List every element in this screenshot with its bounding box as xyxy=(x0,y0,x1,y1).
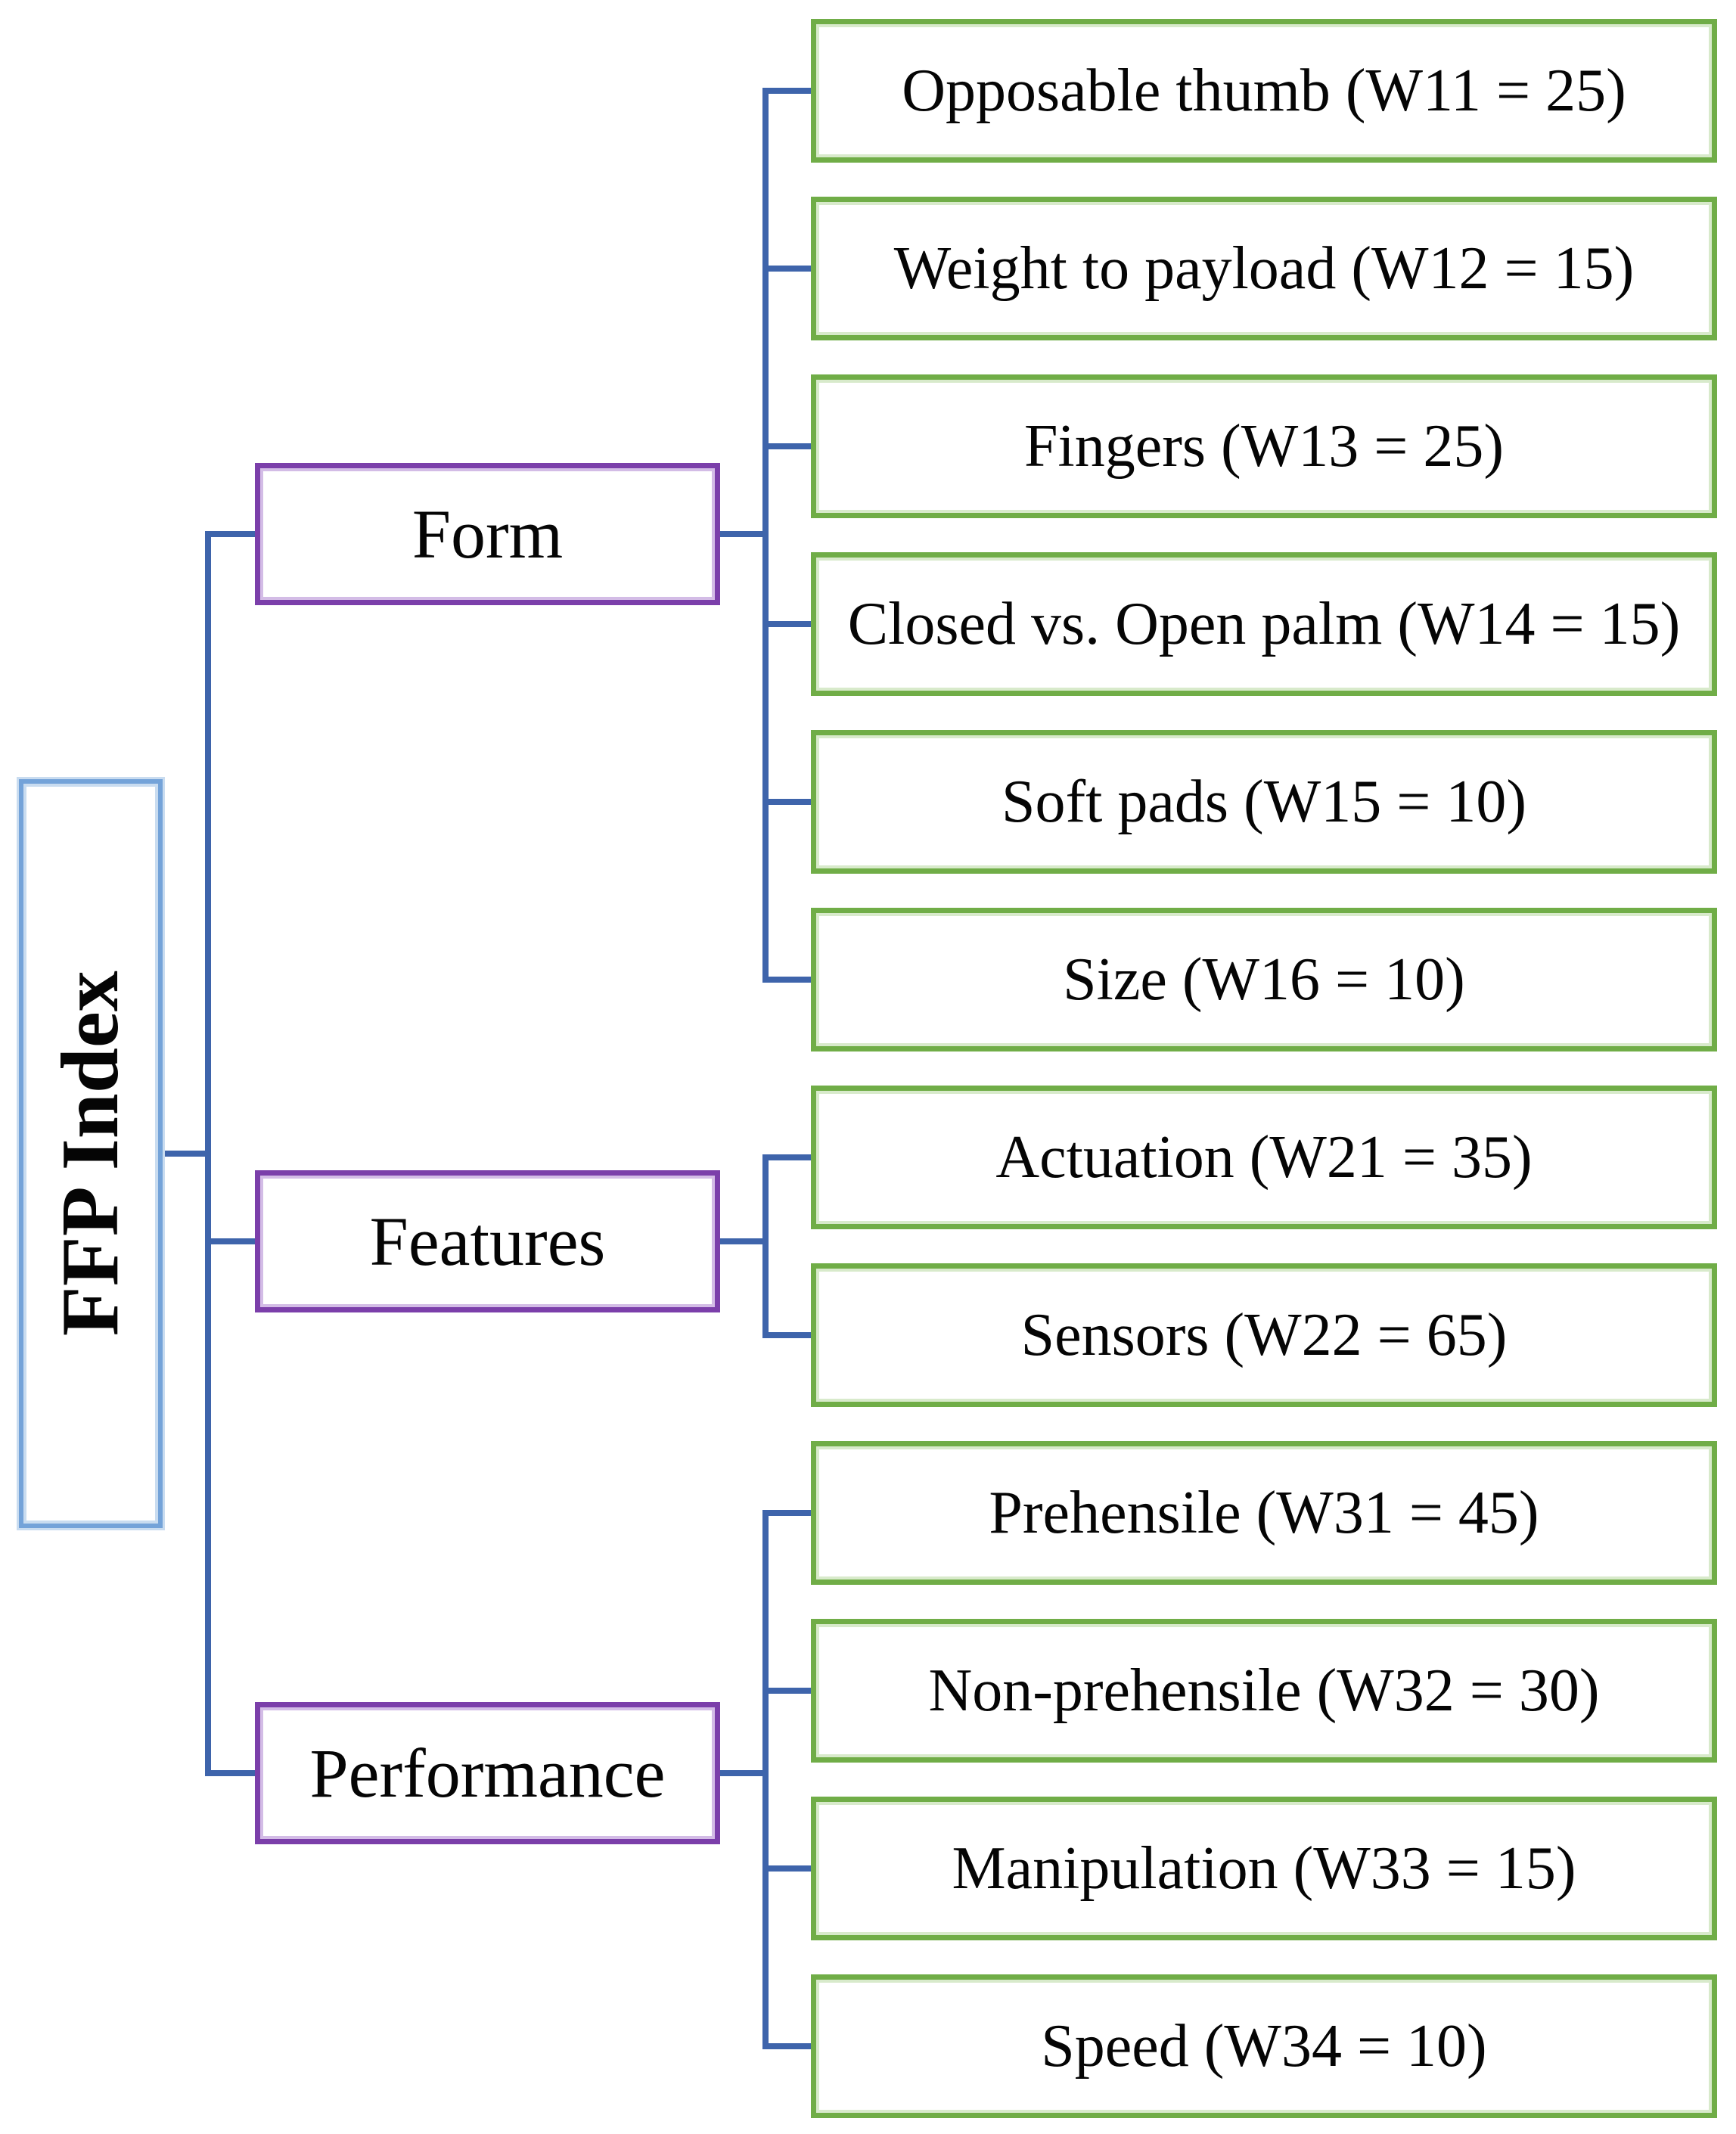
category-node-performance: Performance xyxy=(255,1702,720,1844)
connector-features-trunk-right xyxy=(762,1154,769,1338)
leaf-node-weight-to-payload: Weight to payload (W12 = 15) xyxy=(811,197,1717,340)
leaf-node-speed: Speed (W34 = 10) xyxy=(811,1974,1717,2118)
connector-performance-branch-right xyxy=(717,1770,769,1776)
leaf-node-actuation: Actuation (W21 = 35) xyxy=(811,1086,1717,1229)
leaf-label: Speed (W34 = 10) xyxy=(1041,2013,1487,2080)
category-label: Form xyxy=(411,495,564,573)
connector-performance-trunk-right xyxy=(762,1510,769,2049)
connector-leaf-stub xyxy=(766,266,811,272)
leaf-node-non-prehensile: Non-prehensile (W32 = 30) xyxy=(811,1619,1717,1763)
leaf-label: Prehensile (W31 = 45) xyxy=(989,1480,1539,1546)
connector-leaf-stub xyxy=(766,799,811,805)
connector-leaf-stub xyxy=(766,2043,811,2049)
root-node-ffp-index: FFP Index xyxy=(19,779,163,1528)
leaf-node-manipulation: Manipulation (W33 = 15) xyxy=(811,1797,1717,1940)
connector-leaf-stub xyxy=(766,621,811,627)
leaf-label: Size (W16 = 10) xyxy=(1063,946,1465,1013)
leaf-node-closed-vs-open-palm: Closed vs. Open palm (W14 = 15) xyxy=(811,552,1717,696)
leaf-node-opposable-thumb: Opposable thumb (W11 = 25) xyxy=(811,19,1717,163)
connector-root-stub xyxy=(161,1151,208,1157)
leaf-node-size: Size (W16 = 10) xyxy=(811,908,1717,1051)
connector-form-trunk-right xyxy=(762,88,769,983)
leaf-node-prehensile: Prehensile (W31 = 45) xyxy=(811,1441,1717,1585)
connector-features-stub-left xyxy=(208,1238,255,1244)
leaf-node-sensors: Sensors (W22 = 65) xyxy=(811,1263,1717,1407)
connector-leaf-stub xyxy=(766,88,811,94)
connector-left-trunk xyxy=(205,531,211,1776)
leaf-label: Sensors (W22 = 65) xyxy=(1020,1302,1508,1368)
connector-performance-stub-left xyxy=(208,1770,255,1776)
leaf-node-soft-pads: Soft pads (W15 = 10) xyxy=(811,730,1717,874)
connector-leaf-stub xyxy=(766,1688,811,1694)
connector-leaf-stub xyxy=(766,1154,811,1160)
leaf-label: Fingers (W13 = 25) xyxy=(1024,413,1504,480)
leaf-label: Actuation (W21 = 35) xyxy=(995,1124,1533,1191)
category-label: Performance xyxy=(309,1734,666,1812)
leaf-label: Weight to payload (W12 = 15) xyxy=(893,235,1635,302)
leaf-node-fingers: Fingers (W13 = 25) xyxy=(811,374,1717,518)
connector-features-branch-right xyxy=(717,1238,769,1244)
leaf-label: Soft pads (W15 = 10) xyxy=(1002,769,1526,835)
leaf-label: Closed vs. Open palm (W14 = 15) xyxy=(847,591,1681,657)
category-node-form: Form xyxy=(255,463,720,605)
connector-leaf-stub xyxy=(766,977,811,983)
connector-leaf-stub xyxy=(766,1332,811,1338)
connector-form-branch-right xyxy=(717,531,769,537)
leaf-label: Opposable thumb (W11 = 25) xyxy=(902,57,1626,124)
leaf-label: Non-prehensile (W32 = 30) xyxy=(928,1657,1600,1724)
connector-leaf-stub xyxy=(766,1865,811,1872)
leaf-label: Manipulation (W33 = 15) xyxy=(952,1835,1576,1902)
category-label: Features xyxy=(369,1202,606,1280)
root-node-label: FFP Index xyxy=(45,971,136,1337)
connector-leaf-stub xyxy=(766,1510,811,1516)
category-node-features: Features xyxy=(255,1170,720,1312)
connector-form-stub-left xyxy=(208,531,255,537)
connector-leaf-stub xyxy=(766,443,811,449)
